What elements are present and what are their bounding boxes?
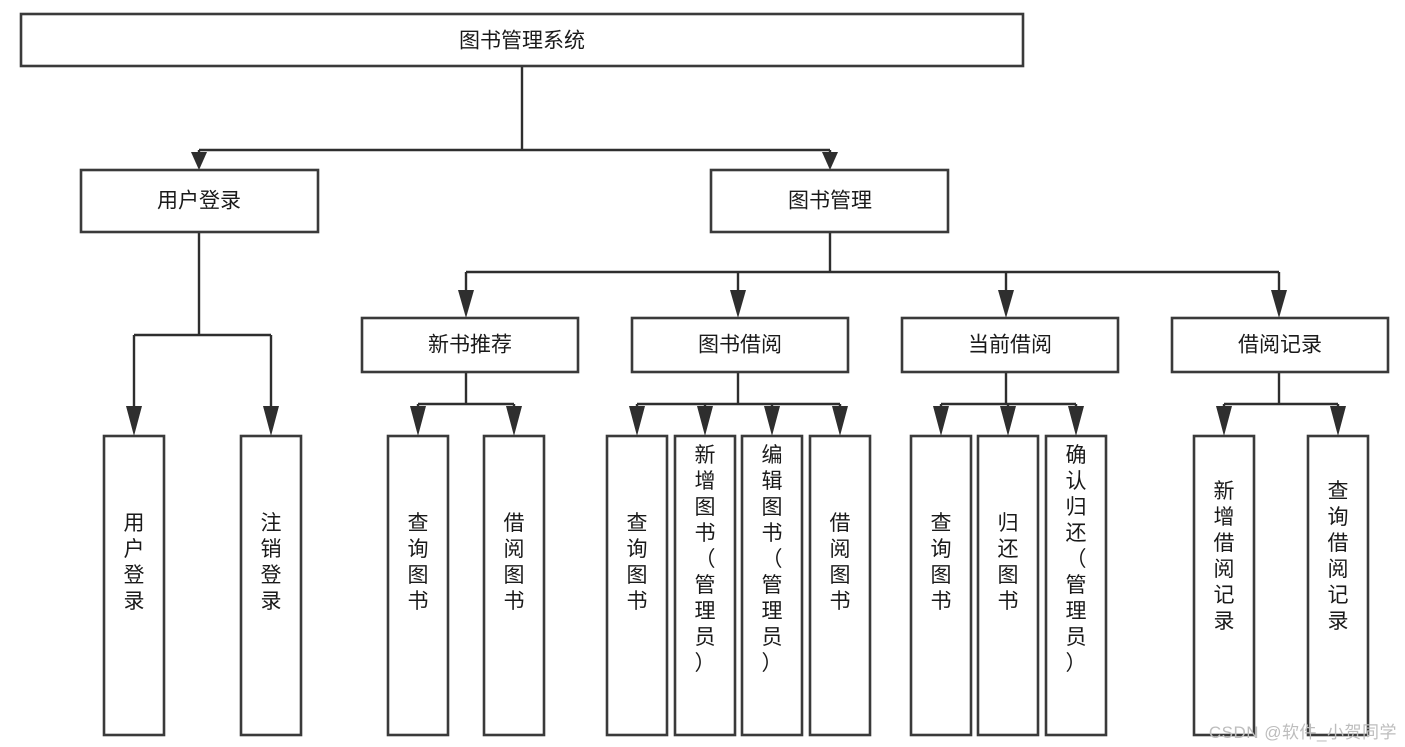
arrowhead-leaf-query-book-3 [933, 406, 949, 436]
arrowhead-leaf-add-book [697, 406, 713, 436]
node-user-login-box[interactable] [79, 168, 320, 234]
node-new-book-recommend-box[interactable] [360, 316, 580, 374]
node-leaf-edit-book[interactable]: 编辑图书（管理员） [740, 434, 804, 737]
node-leaf-borrow-book-1[interactable]: 借阅图书 [482, 434, 546, 737]
connector-lines [126, 66, 1346, 436]
node-leaf-user-login[interactable]: 用户登录 [102, 434, 166, 737]
node-user-login[interactable]: 用户登录 [79, 168, 320, 234]
arrowhead-leaf-borrow-book-2 [832, 406, 848, 436]
node-borrow-record[interactable]: 借阅记录 [1170, 316, 1390, 374]
node-book-manage-box[interactable] [709, 168, 950, 234]
node-leaf-query-book-1-label: 查询图书 [408, 512, 429, 613]
node-leaf-return-book-box[interactable] [976, 434, 1040, 737]
arrowhead-new-book-recommend [458, 290, 474, 318]
node-leaf-query-record-box[interactable] [1306, 434, 1370, 737]
node-leaf-borrow-book-1-box[interactable] [482, 434, 546, 737]
node-leaf-user-logout[interactable]: 注销登录 [239, 434, 303, 737]
node-leaf-borrow-book-2-box[interactable] [808, 434, 872, 737]
node-current-borrow[interactable]: 当前借阅 [900, 316, 1120, 374]
node-leaf-query-book-2[interactable]: 查询图书 [605, 434, 669, 737]
node-current-borrow-label: 当前借阅 [968, 334, 1052, 357]
node-leaf-query-record-label: 查询借阅记录 [1328, 480, 1349, 633]
node-leaf-return-book[interactable]: 归还图书 [976, 434, 1040, 737]
arrowhead-leaf-return-book [1000, 406, 1016, 436]
node-leaf-confirm-return-box[interactable] [1044, 434, 1108, 737]
node-book-manage[interactable]: 图书管理 [709, 168, 950, 234]
node-root-box[interactable] [19, 12, 1025, 68]
arrowhead-book-manage [822, 152, 838, 170]
node-book-borrow-label: 图书借阅 [698, 334, 782, 357]
node-leaf-query-book-3-label: 查询图书 [931, 512, 952, 613]
arrowhead-leaf-borrow-book-1 [506, 406, 522, 436]
node-leaf-query-record[interactable]: 查询借阅记录 [1306, 434, 1370, 737]
node-new-book-recommend-label: 新书推荐 [428, 334, 512, 357]
arrowhead-current-borrow [998, 290, 1014, 318]
node-leaf-add-record[interactable]: 新增借阅记录 [1192, 434, 1256, 737]
node-leaf-query-book-2-label: 查询图书 [627, 512, 648, 613]
node-leaf-confirm-return-label: 确认归还（管理员） [1066, 444, 1087, 675]
node-leaf-user-logout-box[interactable] [239, 434, 303, 737]
node-leaf-add-book[interactable]: 新增图书（管理员） [673, 434, 737, 737]
node-book-manage-label: 图书管理 [788, 190, 872, 213]
node-leaf-query-book-1[interactable]: 查询图书 [386, 434, 450, 737]
node-leaf-borrow-book-2-label: 借阅图书 [830, 512, 851, 613]
node-leaf-edit-book-box[interactable] [740, 434, 804, 737]
node-leaf-add-record-label: 新增借阅记录 [1214, 480, 1235, 633]
node-leaf-borrow-book-2[interactable]: 借阅图书 [808, 434, 872, 737]
arrowhead-leaf-add-record [1216, 406, 1232, 436]
node-leaf-user-logout-label: 注销登录 [261, 512, 282, 613]
node-new-book-recommend[interactable]: 新书推荐 [360, 316, 580, 374]
node-current-borrow-box[interactable] [900, 316, 1120, 374]
node-leaf-user-login-box[interactable] [102, 434, 166, 737]
node-leaf-edit-book-label: 编辑图书（管理员） [762, 444, 783, 675]
node-leaf-add-record-box[interactable] [1192, 434, 1256, 737]
node-book-borrow[interactable]: 图书借阅 [630, 316, 850, 374]
arrowhead-user-login [191, 152, 207, 170]
arrowhead-leaf-edit-book [764, 406, 780, 436]
node-leaf-borrow-book-1-label: 借阅图书 [504, 512, 525, 613]
node-leaf-query-book-2-box[interactable] [605, 434, 669, 737]
arrowhead-leaf-query-record [1330, 406, 1346, 436]
arrowhead-leaf-user-login [126, 406, 142, 436]
node-borrow-record-box[interactable] [1170, 316, 1390, 374]
node-leaf-user-login-label: 用户登录 [124, 512, 145, 613]
node-leaf-return-book-label: 归还图书 [998, 512, 1019, 613]
node-leaf-add-book-box[interactable] [673, 434, 737, 737]
node-book-borrow-box[interactable] [630, 316, 850, 374]
arrowhead-leaf-user-logout [263, 406, 279, 436]
csdn-watermark: CSDN @软件_小贺同学 [1208, 723, 1397, 742]
node-user-login-label: 用户登录 [157, 190, 241, 213]
node-leaf-confirm-return[interactable]: 确认归还（管理员） [1044, 434, 1108, 737]
arrowhead-book-borrow [730, 290, 746, 318]
node-leaf-add-book-label: 新增图书（管理员） [695, 444, 716, 675]
node-root-label: 图书管理系统 [459, 30, 585, 53]
arrowhead-leaf-confirm-return [1068, 406, 1084, 436]
arrowhead-leaf-query-book-1 [410, 406, 426, 436]
node-root[interactable]: 图书管理系统 [19, 12, 1025, 68]
arrowhead-leaf-query-book-2 [629, 406, 645, 436]
arrowhead-borrow-record [1271, 290, 1287, 318]
node-leaf-query-book-3[interactable]: 查询图书 [909, 434, 973, 737]
node-leaf-query-book-3-box[interactable] [909, 434, 973, 737]
node-borrow-record-label: 借阅记录 [1238, 334, 1322, 357]
node-leaf-query-book-1-box[interactable] [386, 434, 450, 737]
